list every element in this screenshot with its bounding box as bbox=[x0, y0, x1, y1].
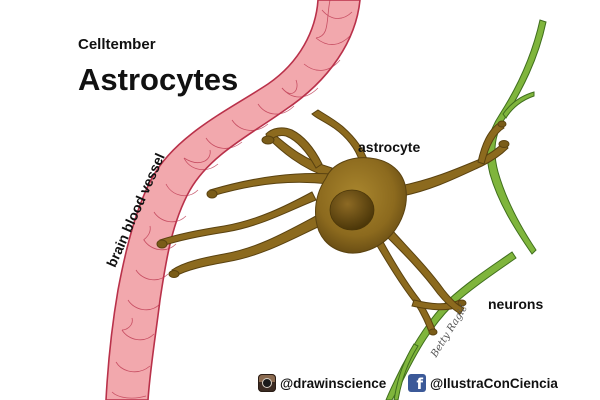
series-label: Celltember bbox=[78, 36, 156, 53]
astrocyte-nucleus bbox=[329, 189, 375, 231]
brain-blood-vessel bbox=[105, 0, 361, 400]
page-title: Astrocytes bbox=[78, 62, 239, 97]
instagram-icon bbox=[258, 374, 276, 392]
instagram-handle: @drawinscience bbox=[280, 375, 387, 391]
facebook-icon: f bbox=[408, 374, 426, 393]
facebook-handle: @IlustraConCiencia bbox=[430, 375, 558, 391]
vessel-cell-borders bbox=[111, 0, 353, 399]
astrocyte-label: astrocyte bbox=[358, 139, 421, 155]
vessel-wall bbox=[105, 0, 361, 400]
facebook-credit[interactable]: f @IlustraConCiencia bbox=[408, 374, 558, 393]
neuron-upper bbox=[486, 19, 547, 255]
instagram-credit[interactable]: @drawinscience bbox=[258, 374, 386, 392]
neurons-label: neurons bbox=[488, 296, 544, 312]
